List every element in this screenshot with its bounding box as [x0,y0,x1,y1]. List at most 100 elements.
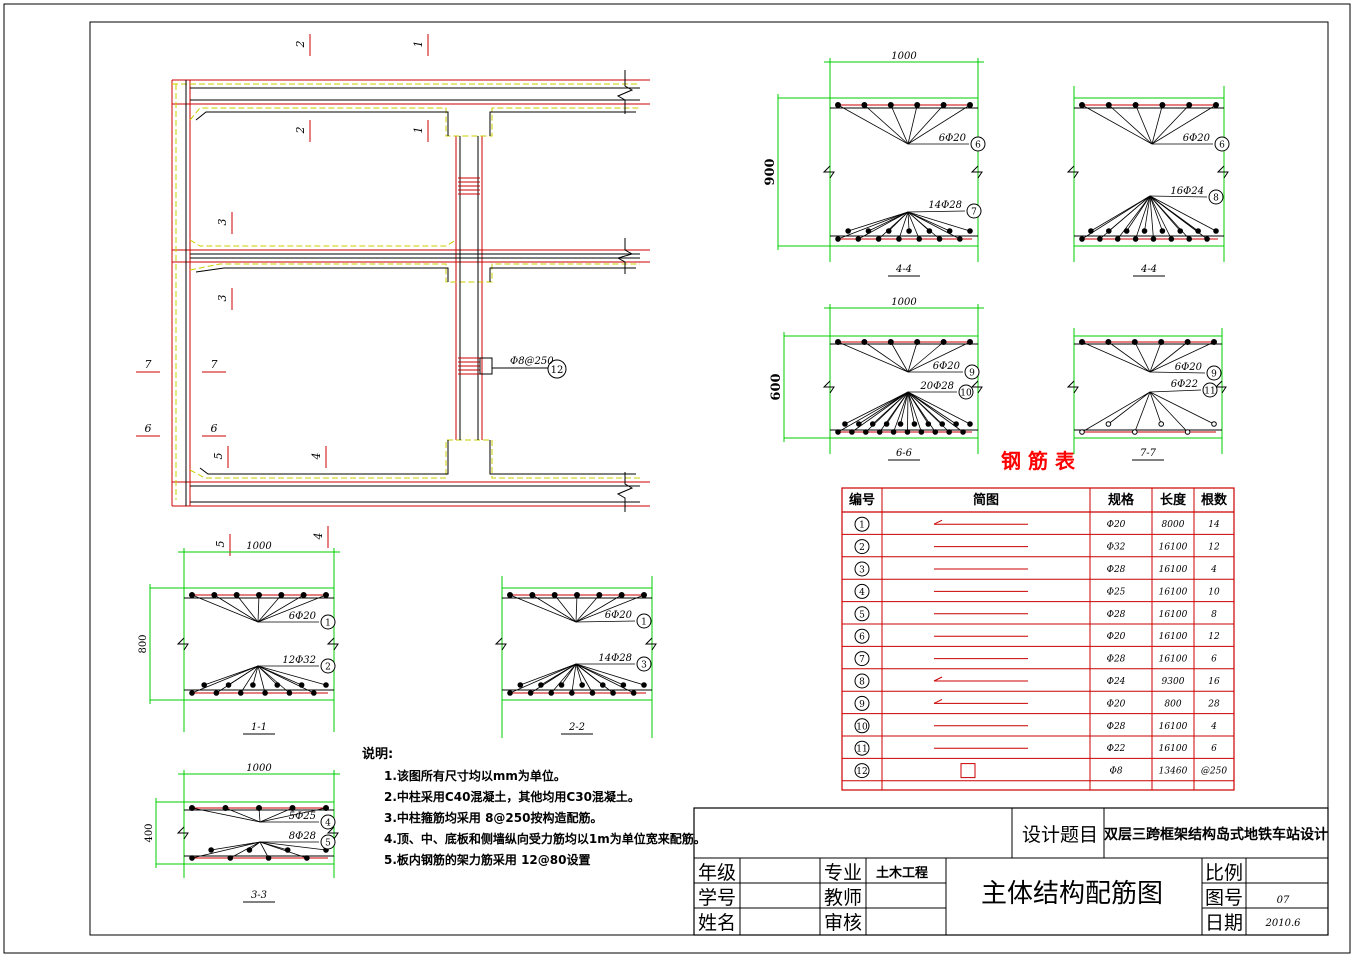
section-width-dim: 1000 [891,297,917,308]
rebar-dot [507,592,513,598]
rebar-dot [835,102,841,108]
rebar-id: 6 [859,633,865,643]
rebar-callout-circle [970,136,986,152]
rebar-callout-circle [1208,189,1224,205]
note-1: 1.该图所有尺寸均以mm为单位。 [384,768,566,783]
notes-block: 说明: 1.该图所有尺寸均以mm为单位。 2.中柱采用C40混凝土，其他均用C3… [362,746,706,867]
note-5: 5.板内钢筋的架力筋采用 12@80设置 [384,852,591,867]
rebar-dot [887,102,894,108]
rebar-dot [222,805,229,811]
rebar-dot [1213,102,1219,108]
rebar-dot [904,429,911,435]
rebar-dot [842,421,848,427]
rebar-id-circle [854,516,870,532]
rebar-dot [855,236,862,242]
rebar-callout-id: 3 [641,661,647,671]
rebar-dot [906,228,912,234]
rebar-count: 8 [1211,610,1217,620]
rebar-dot [311,690,317,696]
rebar-callout-id: 1 [325,619,331,629]
rebar-dot [189,805,195,811]
rebar-callout-circle [958,384,974,400]
rebar-dot [835,236,841,242]
rebar-count: 4 [1210,565,1217,575]
rebar-table-header: 简图 [973,492,999,508]
rebar-dot [233,592,240,598]
rebar-id: 9 [859,700,865,710]
rebar-callout-label: 6Φ20 [933,361,961,372]
rebar-dot [1184,429,1191,435]
rebar-dot [211,592,218,598]
rebar-count: 12 [1208,543,1220,553]
rebar-dot [1123,228,1130,234]
inner-border [89,21,1329,936]
rebar-length: 16100 [1159,632,1188,642]
stirrup-note: Φ8@250 [510,356,554,367]
rebar-table-title: 钢 筋 表 [1001,449,1076,473]
rebar-dot [225,682,232,688]
rebar-dot [960,429,966,435]
rebar-callout-label: 14Φ28 [928,200,962,211]
section-cut-mark: 4 [310,446,327,468]
section-cut-mark: 2 [294,120,311,142]
section-cut-mark: 1 [412,120,429,142]
rebar-id-circle [854,628,870,644]
rebar-dot [953,421,959,427]
section-height-dim: 400 [144,823,155,842]
rebar-dot [861,102,868,108]
rebar-id-circle [854,583,870,599]
rebar-dot [967,228,973,234]
rebar-dot [1159,228,1166,234]
rebar-id-circle [854,539,870,555]
section-height-dim: 900 [763,158,778,185]
teacher-label: 教师 [824,887,862,909]
rebar-spec: Φ22 [1107,744,1126,754]
note-2: 2.中柱采用C40混凝土，其他均用C30混凝土。 [384,789,640,804]
rebar-spec: Φ32 [1107,543,1126,553]
section-height-dim: 600 [769,373,784,400]
rebar-dot [1141,228,1148,234]
rebar-id-circle [854,740,870,756]
rebar-callout-circle [1202,382,1218,398]
svg-text:3: 3 [216,295,229,302]
rebar-spec: Φ20 [1107,632,1126,642]
rebar-dot [265,855,272,861]
note-3: 3.中柱箍筋均采用 8@250按构造配筋。 [384,810,603,825]
rebar-length: 800 [1164,699,1181,709]
student-no-label: 学号 [698,887,736,909]
rebar-length: 16100 [1159,655,1188,665]
rebar-dot [1088,228,1094,234]
rebar-dot [246,847,253,853]
rebar-dot [865,228,872,234]
rebar-length: 16100 [1159,744,1188,754]
rebar-dot [274,682,281,688]
rebar-callout-id: 5 [325,839,331,849]
date-label: 日期 [1205,912,1243,934]
rebar-dot [1158,339,1165,345]
rebar-dot [551,592,558,598]
rebar-dot [939,421,946,427]
rebar-dot [630,690,637,696]
rebar-length: 13460 [1159,767,1188,777]
section-cut-mark: 7 [136,358,160,373]
rebar-dot [1131,339,1138,345]
rebar-dot [1213,228,1219,234]
rebar-id: 3 [859,566,865,576]
rebar-callout-label: 20Φ28 [919,381,954,392]
rebar-id-circle [854,606,870,622]
rebar-dot [918,429,925,435]
rebar-dot [849,429,855,435]
rebar-dot [517,682,524,688]
section-cut-mark: 1 [412,34,429,56]
name-label: 姓名 [698,912,736,934]
rebar-length: 8000 [1162,520,1185,530]
rebar-id-circle [854,763,870,779]
